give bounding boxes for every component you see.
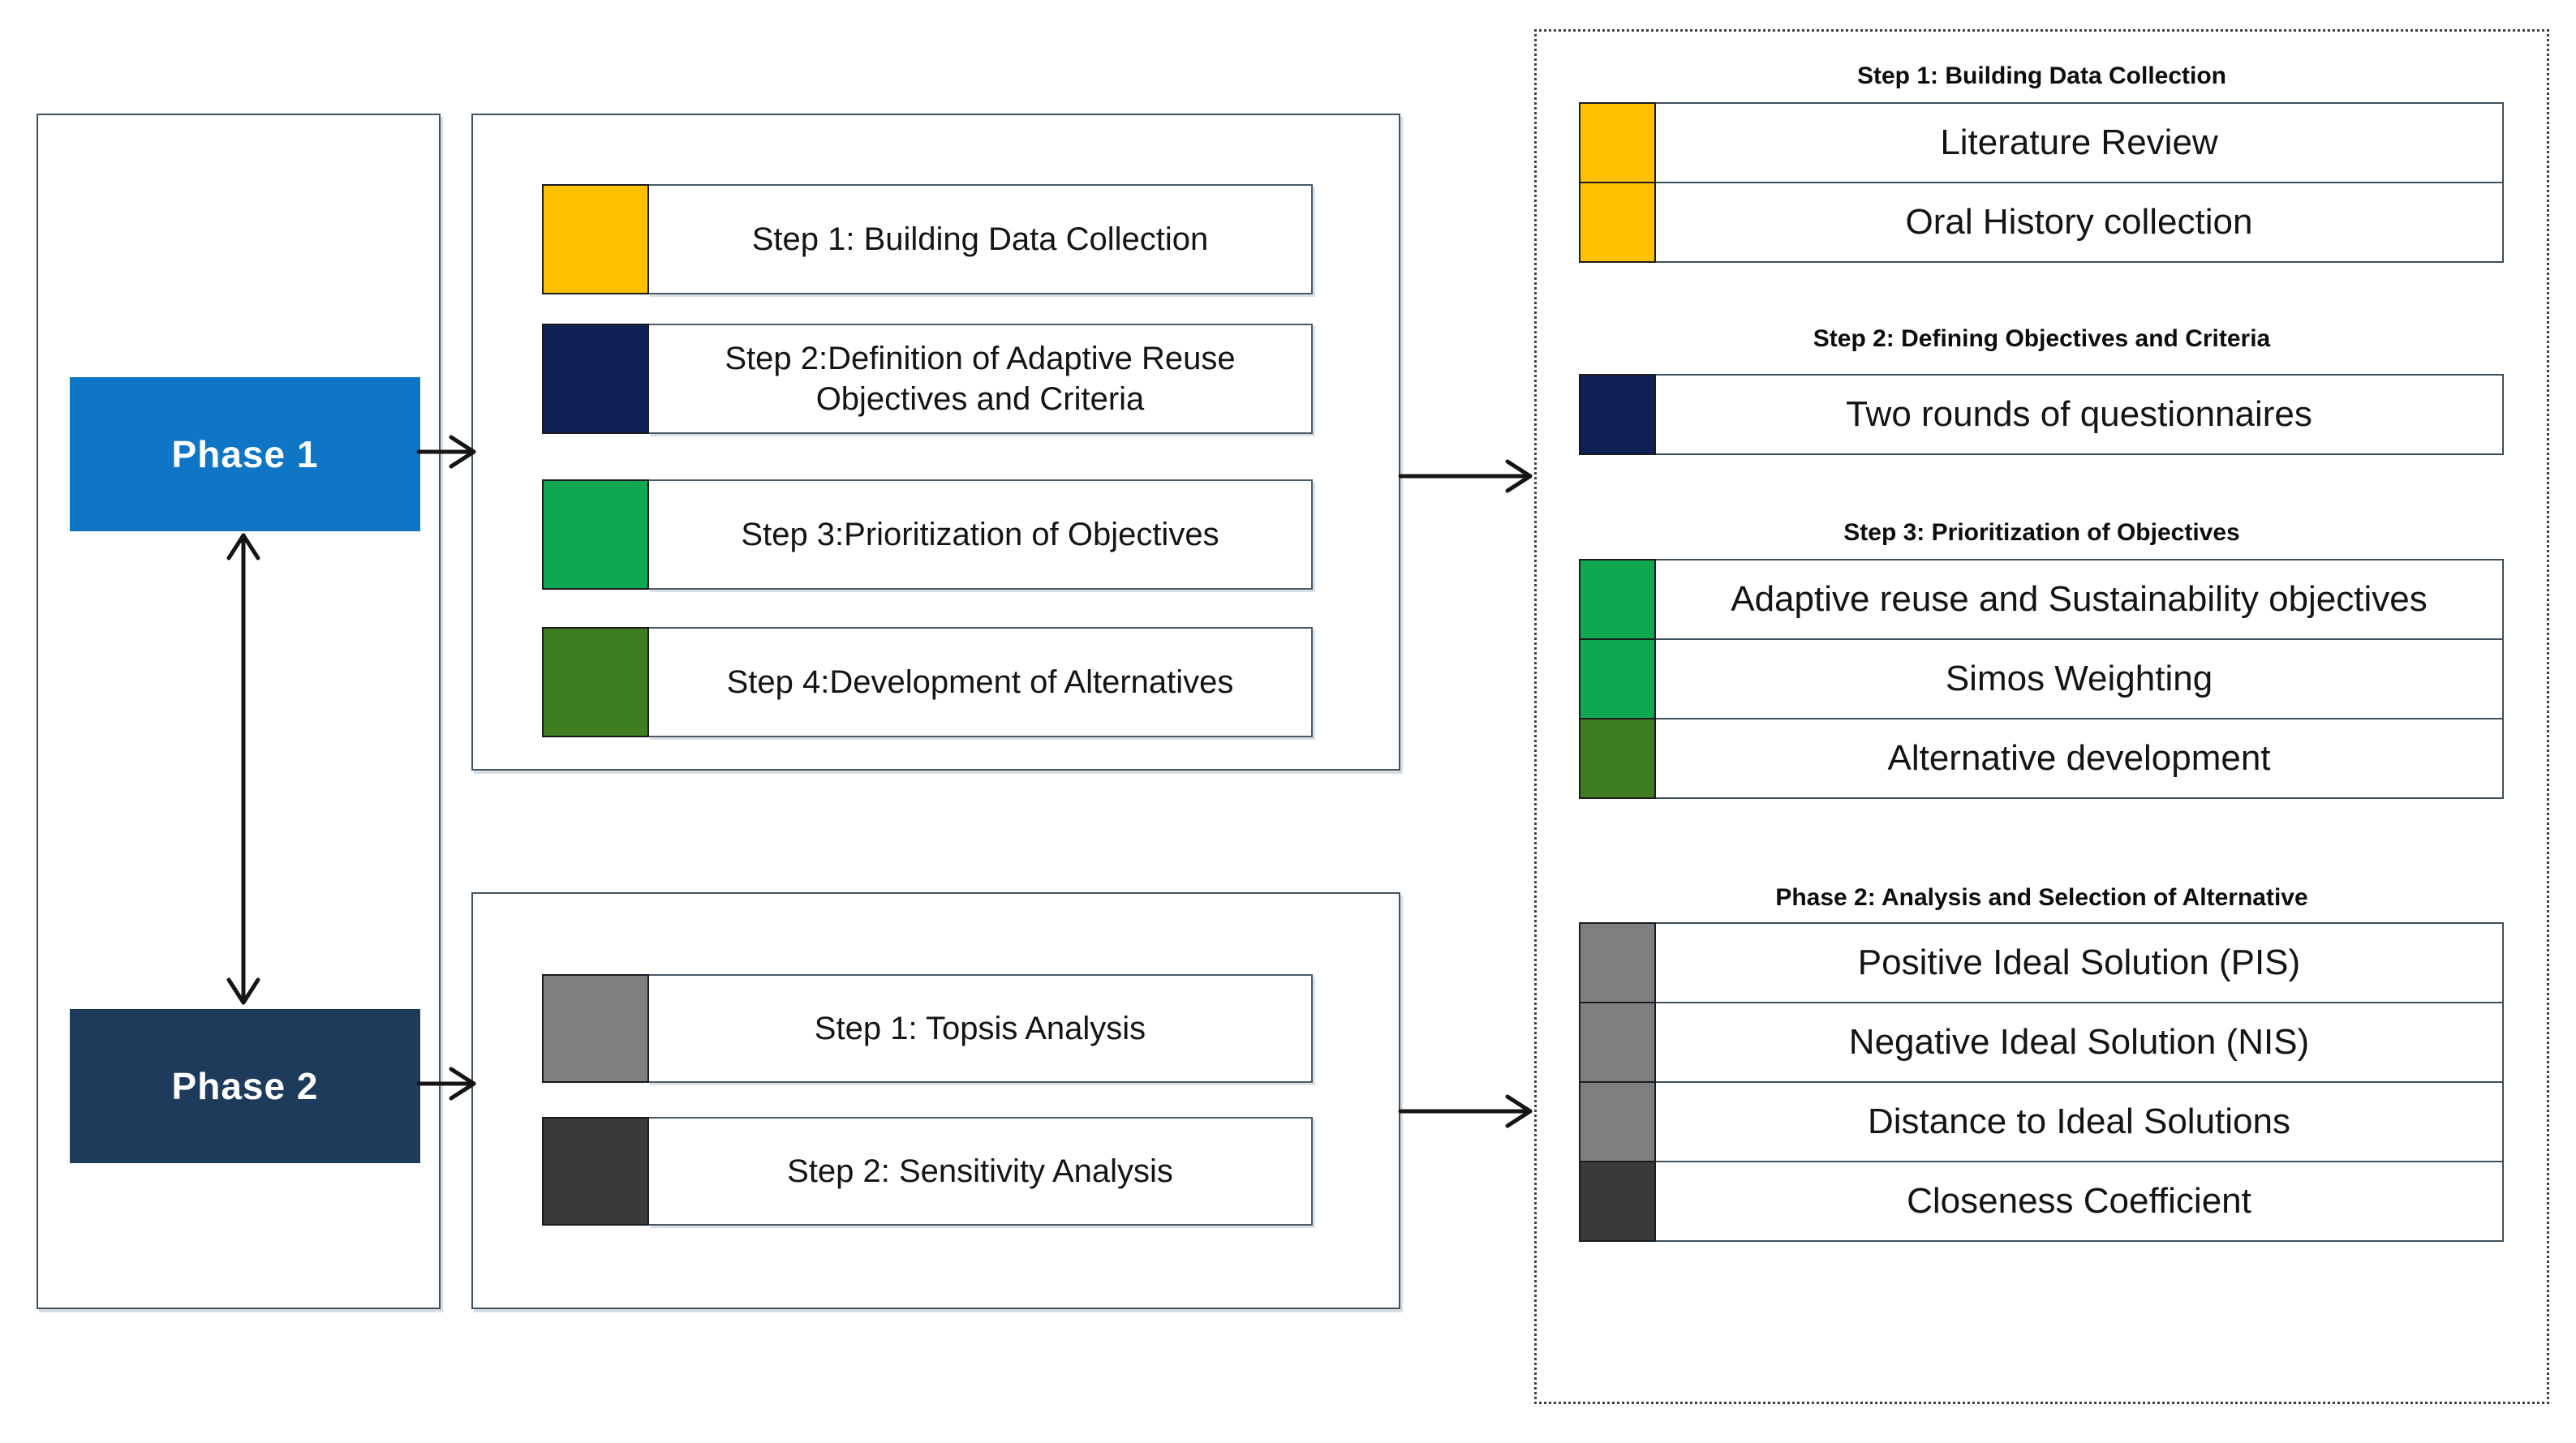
- detail-row: Adaptive reuse and Sustainability object…: [1579, 559, 2504, 640]
- detail-color-chip: [1579, 1002, 1656, 1083]
- step-color-chip: [542, 974, 649, 1083]
- step-row: Step 2: Sensitivity Analysis: [542, 1117, 1313, 1226]
- step-row: Step 2:Definition of Adaptive Reuse Obje…: [542, 324, 1313, 434]
- detail-label: Closeness Coefficient: [1907, 1181, 2251, 1221]
- detail-color-chip: [1579, 718, 1656, 799]
- step-color-chip: [542, 627, 649, 737]
- phase-2-steps-box: Step 1: Topsis Analysis Step 2: Sensitiv…: [471, 892, 1400, 1309]
- section-title: Step 3: Prioritization of Objectives: [1843, 519, 2240, 546]
- step-label: Step 4:Development of Alternatives: [726, 664, 1234, 700]
- step-row: Step 1: Topsis Analysis: [542, 974, 1313, 1083]
- detail-label: Positive Ideal Solution (PIS): [1857, 943, 2301, 982]
- detail-label: Two rounds of questionnaires: [1846, 394, 2312, 434]
- phase2-steps-to-details-arrow: [1398, 1094, 1533, 1128]
- detail-row: Distance to Ideal Solutions: [1579, 1081, 2504, 1162]
- detail-row: Alternative development: [1579, 718, 2504, 799]
- step-label-box: Step 1: Building Data Collection: [647, 184, 1313, 294]
- detail-color-chip: [1579, 922, 1656, 1003]
- detail-label-box: Closeness Coefficient: [1654, 1161, 2504, 1242]
- detail-label: Alternative development: [1887, 738, 2271, 778]
- detail-label-box: Two rounds of questionnaires: [1654, 374, 2504, 455]
- detail-color-chip: [1579, 102, 1656, 183]
- detail-label-box: Negative Ideal Solution (NIS): [1654, 1002, 2504, 1083]
- step-row: Step 1: Building Data Collection: [542, 184, 1313, 294]
- detail-color-chip: [1579, 1081, 1656, 1162]
- step-row: Step 4:Development of Alternatives: [542, 627, 1313, 737]
- detail-label-box: Positive Ideal Solution (PIS): [1654, 922, 2504, 1003]
- step-label-box: Step 3:Prioritization of Objectives: [647, 479, 1313, 590]
- detail-label-box: Oral History collection: [1654, 182, 2504, 263]
- phase-1-steps-box: Step 1: Building Data Collection Step 2:…: [471, 114, 1400, 771]
- section-title: Phase 2: Analysis and Selection of Alter…: [1775, 884, 2308, 911]
- detail-label: Literature Review: [1940, 122, 2218, 162]
- detail-label-box: Distance to Ideal Solutions: [1654, 1081, 2504, 1162]
- phase-1-box: Phase 1: [70, 377, 420, 531]
- detail-color-chip: [1579, 182, 1656, 263]
- detail-row: Positive Ideal Solution (PIS): [1579, 922, 2504, 1003]
- step-color-chip: [542, 324, 649, 434]
- detail-label: Simos Weighting: [1945, 659, 2213, 698]
- phases-container-box: Phase 1 Phase 2: [37, 114, 441, 1309]
- step-label-box: Step 2:Definition of Adaptive Reuse Obje…: [647, 324, 1313, 434]
- step-color-chip: [542, 184, 649, 294]
- details-panel: Step 1: Building Data Collection Literat…: [1534, 29, 2549, 1404]
- detail-row: Negative Ideal Solution (NIS): [1579, 1002, 2504, 1083]
- step-color-chip: [542, 479, 649, 590]
- detail-label-box: Simos Weighting: [1654, 638, 2504, 719]
- step-label: Step 2: Sensitivity Analysis: [787, 1153, 1173, 1189]
- detail-row: Oral History collection: [1579, 182, 2504, 263]
- step-label-box: Step 1: Topsis Analysis: [647, 974, 1313, 1083]
- detail-label-box: Adaptive reuse and Sustainability object…: [1654, 559, 2504, 640]
- step-label-box: Step 4:Development of Alternatives: [647, 627, 1313, 737]
- section-title: Step 2: Defining Objectives and Criteria: [1813, 325, 2271, 352]
- section-title: Step 1: Building Data Collection: [1856, 62, 2227, 89]
- step-label: Step 1: Building Data Collection: [751, 221, 1209, 257]
- detail-row: Literature Review: [1579, 102, 2504, 183]
- phase-2-box: Phase 2: [70, 1009, 420, 1163]
- step-row: Step 3:Prioritization of Objectives: [542, 479, 1313, 590]
- detail-color-chip: [1579, 559, 1656, 640]
- detail-label: Adaptive reuse and Sustainability object…: [1731, 579, 2428, 619]
- detail-color-chip: [1579, 638, 1656, 719]
- detail-label: Distance to Ideal Solutions: [1868, 1102, 2290, 1141]
- detail-label-box: Literature Review: [1654, 102, 2504, 183]
- step-label: Step 3:Prioritization of Objectives: [741, 517, 1219, 552]
- detail-label: Oral History collection: [1905, 202, 2253, 242]
- detail-color-chip: [1579, 1161, 1656, 1242]
- detail-color-chip: [1579, 374, 1656, 455]
- step-label: Step 2:Definition of Adaptive Reuse Obje…: [725, 341, 1236, 417]
- detail-label-box: Alternative development: [1654, 718, 2504, 799]
- phase1-steps-to-details-arrow: [1398, 459, 1533, 493]
- step-label: Step 1: Topsis Analysis: [814, 1011, 1146, 1046]
- step-color-chip: [542, 1117, 649, 1226]
- detail-row: Simos Weighting: [1579, 638, 2504, 719]
- detail-row: Closeness Coefficient: [1579, 1161, 2504, 1242]
- detail-row: Two rounds of questionnaires: [1579, 374, 2504, 455]
- step-label-box: Step 2: Sensitivity Analysis: [647, 1117, 1313, 1226]
- detail-label: Negative Ideal Solution (NIS): [1848, 1022, 2310, 1062]
